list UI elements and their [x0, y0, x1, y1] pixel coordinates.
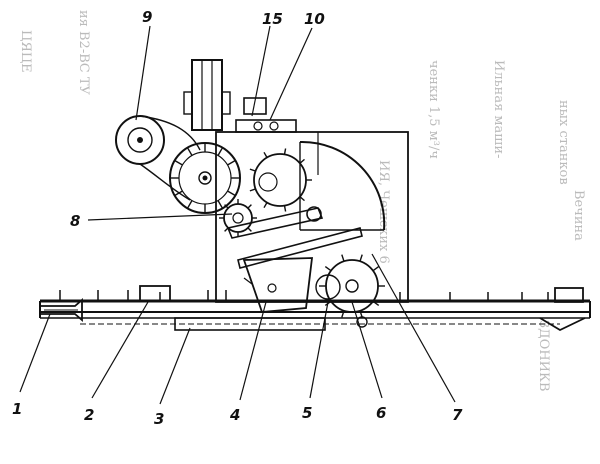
callout-6: 6 [376, 404, 386, 422]
right-star-wheel-teeth-tooth [324, 300, 332, 306]
callout-7: 7 [452, 406, 463, 424]
right-end-unit [539, 287, 586, 332]
top-bracket [235, 119, 297, 133]
callout-9: 9 [142, 8, 152, 26]
bleed-line-7: ия В2-ВС ТУ [76, 10, 91, 96]
upper-star-wheel-teeth [249, 148, 312, 212]
main-housing [215, 131, 409, 303]
pulley-wheel [115, 115, 201, 201]
upper-star-wheel-teeth-tooth [249, 168, 256, 172]
upper-star-wheel-teeth-tooth [263, 202, 268, 209]
transfer-rotor-spokes-tooth [227, 190, 236, 197]
right-star-wheel-teeth-tooth [372, 266, 380, 272]
upper-star-wheel-teeth-tooth [299, 158, 305, 164]
right-star-wheel-teeth-tooth [372, 300, 380, 306]
callout-labels: 1 2 3 4 5 6 7 8 9 10 15 [12, 8, 463, 428]
left-star-wheel [242, 257, 314, 313]
transfer-rotor-spokes [170, 143, 240, 213]
bleed-line-5: Вечина [571, 190, 586, 241]
bleed-line-3: ных станков [556, 100, 571, 185]
upper-star-wheel [253, 153, 307, 207]
right-star-wheel-teeth-tooth [324, 266, 332, 272]
callout-1: 1 [12, 400, 22, 418]
upper-star-wheel-teeth-tooth [263, 151, 268, 158]
transfer-rotor-spokes-tooth [174, 190, 183, 197]
left-mounted-block [139, 285, 171, 302]
transfer-rotor [169, 142, 241, 214]
transfer-rotor-spokes-tooth [217, 147, 224, 156]
callout-4: 4 [229, 406, 240, 424]
upper-feed-head [183, 59, 267, 131]
upper-star-wheel-teeth-tooth [249, 188, 256, 192]
callout-3: 3 [154, 410, 164, 428]
right-star-wheel-teeth-tooth [359, 254, 363, 262]
callout-8: 8 [70, 212, 80, 230]
lower-gear-teeth [219, 199, 257, 237]
callout-2: 2 [84, 406, 94, 424]
conveyor-frame [39, 290, 591, 319]
callout-5: 5 [302, 404, 312, 422]
right-star-wheel-teeth-tooth [359, 310, 363, 318]
transfer-rotor-spokes-tooth [217, 200, 224, 209]
lower-gear-teeth-tooth [247, 204, 252, 209]
callout-10: 10 [304, 10, 325, 28]
bleed-line-6: ЦЯЦЕ [18, 30, 33, 73]
transfer-rotor-spokes-tooth [186, 200, 193, 209]
upper-star-wheel-teeth-tooth [283, 205, 287, 212]
right-star-wheel-teeth-tooth [341, 254, 345, 262]
lower-gear-teeth-tooth [247, 227, 252, 232]
lower-gear-teeth-tooth [224, 204, 229, 209]
bleed-line-2: Ильная маши- [491, 60, 506, 158]
lower-guide-rail [80, 317, 560, 331]
bleed-line-1: ченки 1,5 м³/ч [426, 60, 441, 159]
upper-star-wheel-teeth-tooth [299, 196, 305, 202]
right-star-wheel-teeth [319, 254, 385, 318]
large-cam-segment [299, 132, 386, 231]
transfer-rotor-spokes-tooth [174, 159, 183, 166]
connecting-rod [226, 207, 363, 269]
callout-15: 15 [262, 10, 283, 28]
transfer-rotor-spokes-tooth [227, 159, 236, 166]
right-star-wheel-teeth-tooth [341, 310, 345, 318]
upper-star-wheel-teeth-tooth [283, 148, 287, 155]
bleed-through-text: ченки 1,5 м³/ч Ильная маши- ных станков … [18, 10, 586, 392]
lower-gear-teeth-tooth [224, 227, 229, 232]
transfer-rotor-spokes-tooth [186, 147, 193, 156]
bleed-line-8: ЗДОНИКВ [536, 320, 551, 392]
left-drive-end [39, 298, 83, 322]
leader-lines [19, 25, 456, 405]
